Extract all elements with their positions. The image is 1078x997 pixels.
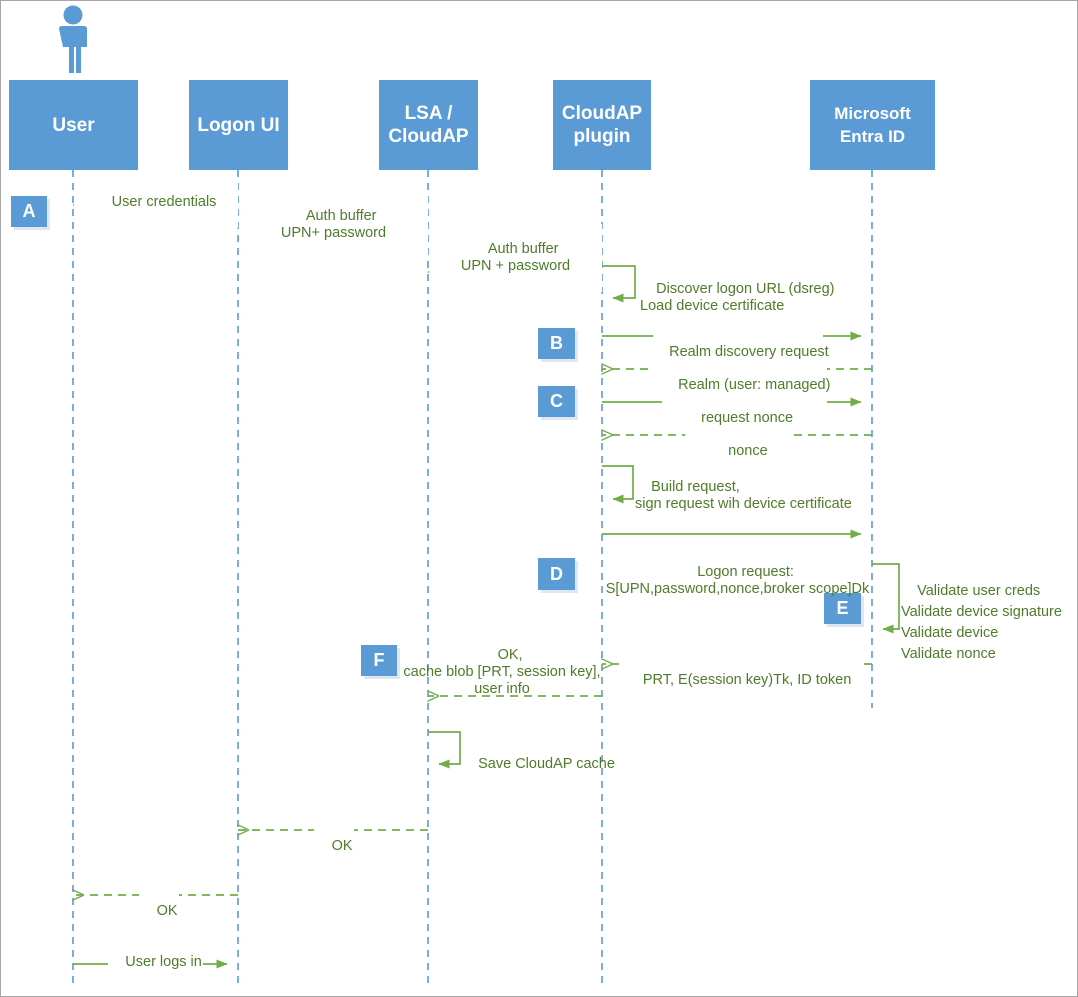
message-text: Save CloudAP cache (478, 756, 615, 772)
step-badge-b-label: B (550, 333, 563, 353)
message-text: Realm (user: managed) (678, 377, 831, 393)
selfloop-save-cloudap-cache (428, 731, 461, 769)
message-label-save-cloudap-cache: Save CloudAP cache (462, 739, 615, 790)
selfloop-validate (872, 563, 900, 634)
message-text: PRT, E(session key)Tk, ID token (642, 672, 852, 688)
message-label-user-credentials: User credentials (74, 177, 238, 228)
step-badge-a[interactable]: A (11, 196, 47, 227)
step-badge-f-label: F (373, 650, 385, 670)
message-text: OK (331, 838, 353, 854)
message-label-user-logs-in: User logs in (108, 937, 203, 988)
message-text: request nonce (701, 410, 794, 426)
actor-user[interactable]: User (9, 80, 138, 170)
selfloop-build-sign-request (602, 465, 634, 504)
message-label-ok-cache-blob: OK,cache blob [PRT, session key],user in… (398, 630, 606, 715)
message-text: OK (156, 903, 178, 919)
step-badge-e-label: E (836, 598, 849, 618)
step-badge-c-label: C (550, 391, 563, 411)
lifelines (72, 170, 873, 989)
message-label-nonce: nonce (712, 426, 768, 477)
message-text: Build request,sign request wih device ce… (635, 479, 852, 512)
message-label-prt-session-key: PRT, E(session key)Tk, ID token (619, 655, 859, 706)
step-badge-e[interactable]: E (824, 593, 861, 624)
message-text: User logs in (125, 954, 202, 970)
actor-lsa-cloudap[interactable]: LSA /CloudAP (379, 80, 478, 170)
message-text: Discover logon URL (dsreg)Load device ce… (640, 281, 835, 314)
message-label-build-sign-request: Build request,sign request wih device ce… (635, 462, 935, 530)
selfloop-discover-logon-url (602, 265, 636, 303)
message-text: nonce (728, 443, 768, 459)
actor-lsa-cloudap-label: LSA /CloudAP (388, 103, 469, 147)
message-label-ok-logonui-user: OK (139, 886, 179, 937)
step-badge-b[interactable]: B (538, 328, 575, 359)
person-icon (59, 5, 87, 73)
message-text: OK,cache blob [PRT, session key],user in… (403, 647, 601, 697)
message-text: Realm discovery request (669, 344, 829, 360)
message-label-ok-lsa-logonui: OK (314, 821, 354, 872)
message-label-discover-logon-url: Discover logon URL (dsreg)Load device ce… (640, 264, 900, 332)
step-badge-d-label: D (550, 563, 563, 584)
step-badge-a-label: A (22, 201, 36, 221)
step-badge-c[interactable]: C (538, 386, 575, 417)
actor-logon-ui-label: Logon UI (197, 114, 280, 136)
step-badge-d[interactable]: D (538, 558, 575, 590)
actor-user-label: User (52, 114, 95, 136)
step-badge-f[interactable]: F (361, 645, 397, 676)
message-text: User credentials (111, 194, 217, 210)
message-label-logon-request: Logon request:S[UPN,password,nonce,broke… (599, 547, 876, 615)
message-text: Logon request:S[UPN,password,nonce,broke… (605, 564, 870, 597)
actor-logon-ui[interactable]: Logon UI (189, 80, 288, 170)
